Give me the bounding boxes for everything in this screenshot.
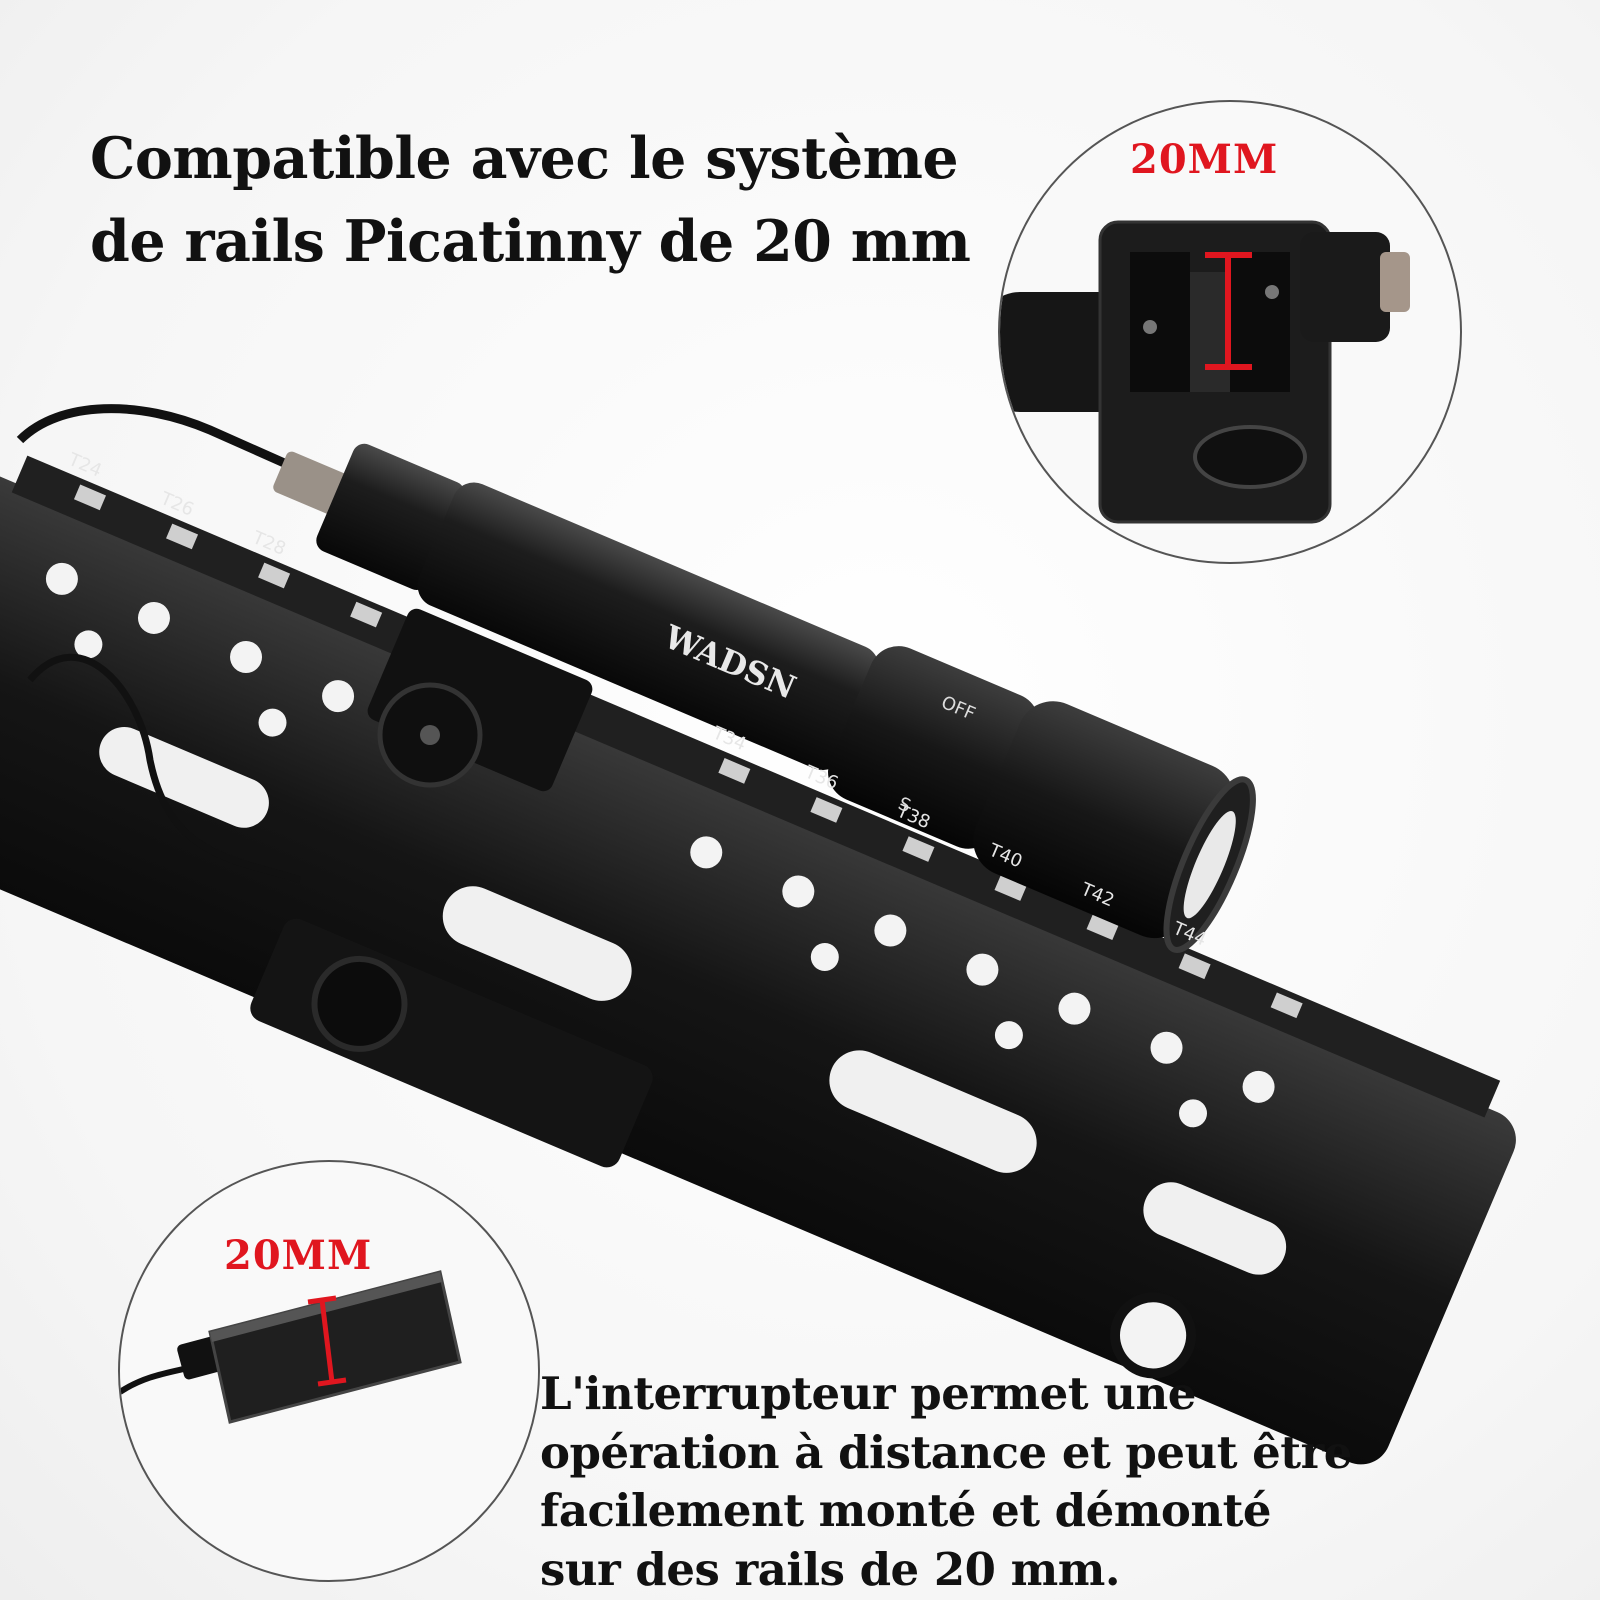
inset-mount-label: 20MM bbox=[1130, 136, 1279, 183]
dimension-marker bbox=[307, 1295, 347, 1387]
cable bbox=[16, 404, 302, 475]
headline-line-1: Compatible avec le système bbox=[90, 125, 959, 192]
switch-closeup-illustration bbox=[120, 1270, 462, 1424]
inset-mount-closeup: 20MM bbox=[998, 100, 1462, 564]
rail-slots bbox=[11, 455, 1501, 1118]
caption-line-1: L'interrupteur permet une bbox=[540, 1367, 1196, 1420]
headline-line-2: de rails Picatinny de 20 mm bbox=[90, 207, 971, 275]
rail-markers bbox=[73, 484, 1303, 1019]
flashlight-head bbox=[973, 701, 1235, 939]
inset-switch-closeup: 20MM bbox=[118, 1160, 540, 1582]
caption: L'interrupteur permet une opération à di… bbox=[540, 1365, 1540, 1599]
body-tube bbox=[417, 482, 879, 771]
caption-line-2: opération à distance et peut être bbox=[540, 1425, 1352, 1479]
dimension-marker bbox=[1205, 252, 1252, 370]
rail-mount bbox=[367, 608, 593, 792]
headline: Compatible avec le système de rails Pica… bbox=[90, 118, 990, 283]
flashlight: WADSN OFF S bbox=[273, 443, 1256, 953]
knurled-knob bbox=[1193, 425, 1307, 489]
mount-closeup-illustration bbox=[1000, 220, 1410, 524]
tailcap bbox=[316, 443, 465, 590]
caption-line-3: facilement monté et démonté bbox=[540, 1484, 1272, 1537]
inset-switch-label: 20MM bbox=[224, 1232, 373, 1279]
tailcap-connector bbox=[273, 451, 352, 516]
lens bbox=[1183, 810, 1236, 919]
handguard-rail bbox=[0, 455, 1516, 1465]
caption-line-4: sur des rails de 20 mm. bbox=[540, 1542, 1121, 1596]
rail-cutouts bbox=[99, 726, 1287, 1275]
switch-button bbox=[311, 955, 408, 1052]
bezel-ring bbox=[828, 646, 1040, 849]
